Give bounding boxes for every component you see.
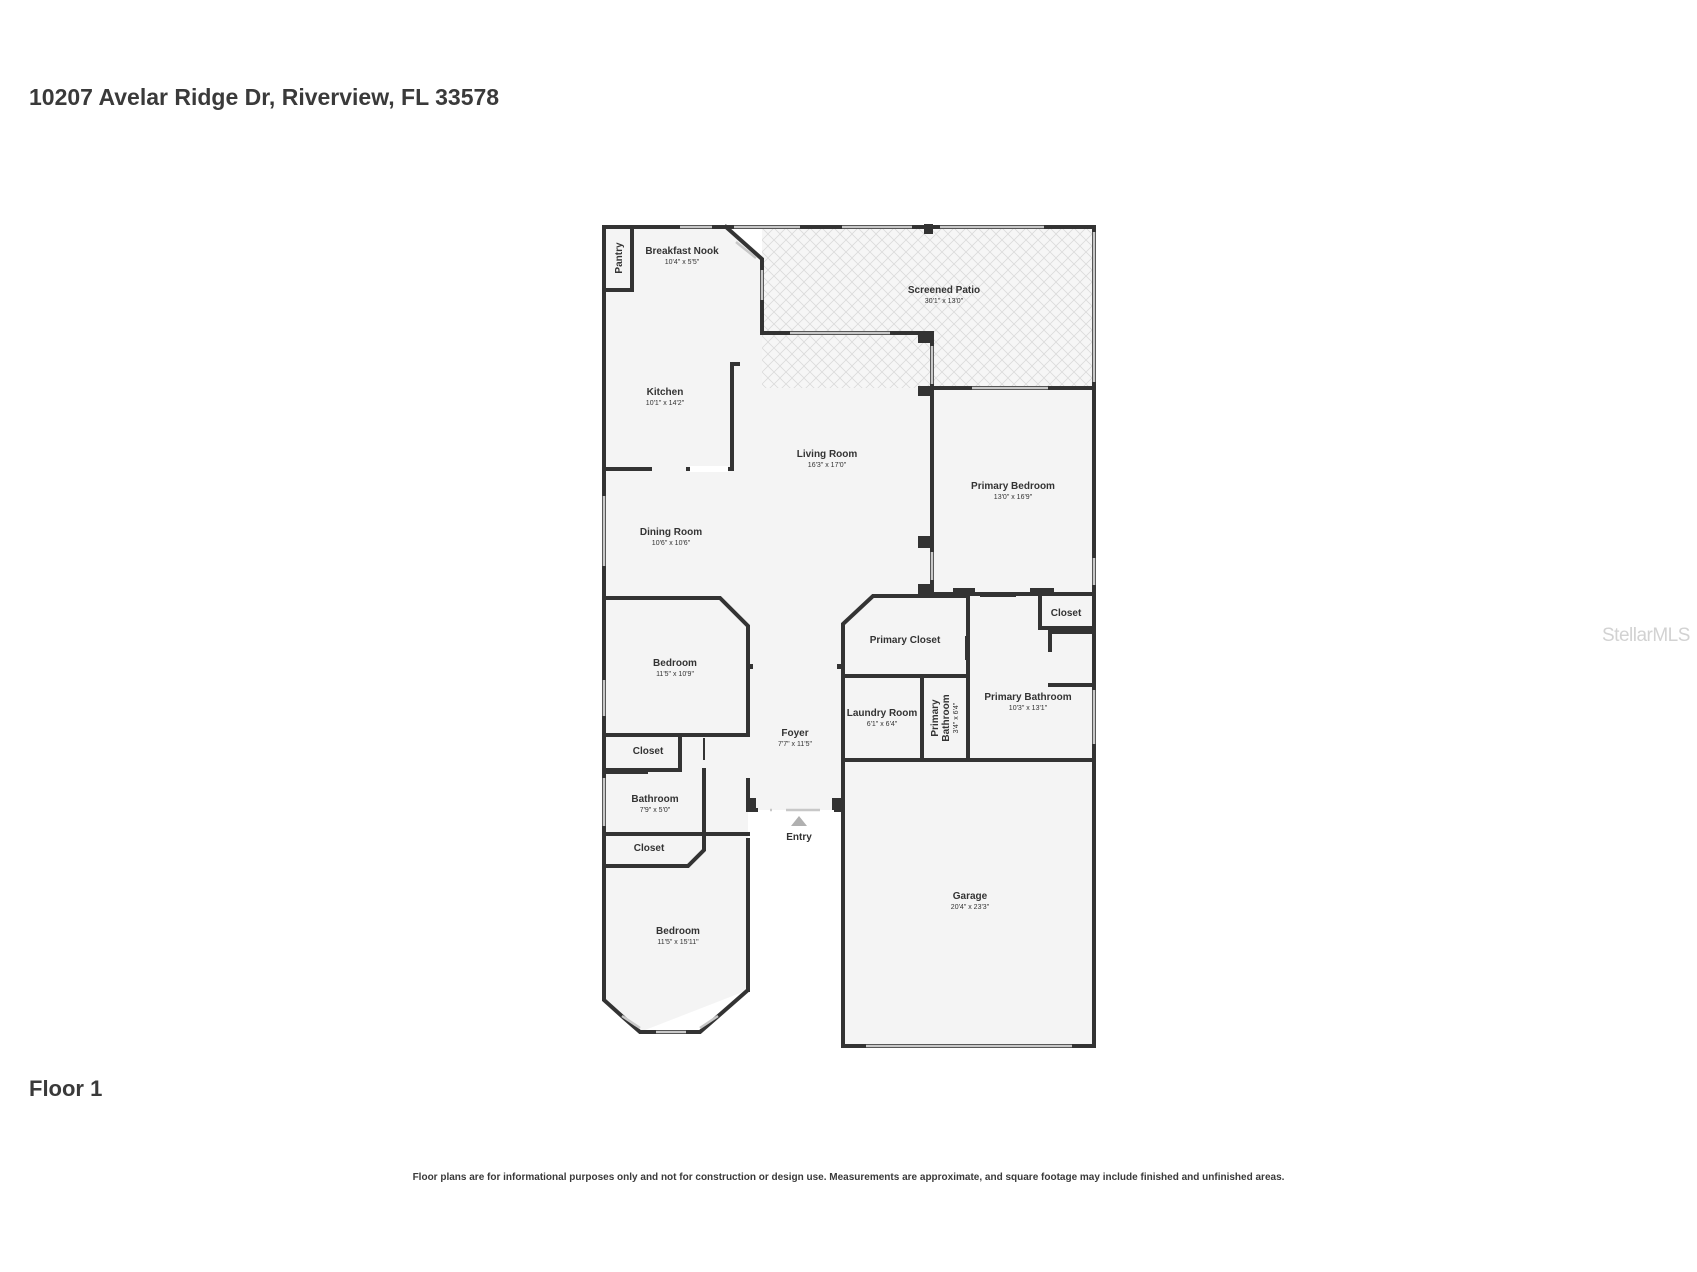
room-label-closet-primary: Closet	[1051, 608, 1082, 619]
room-label-kitchen: Kitchen 10'1" x 14'2"	[646, 387, 685, 407]
room-dims: 30'1" x 13'0"	[925, 298, 964, 305]
disclaimer-text: Floor plans are for informational purpos…	[412, 1172, 1285, 1183]
room-name: Bedroom	[656, 926, 700, 937]
entry-label: Entry	[786, 832, 812, 843]
room-dims: 3'4" x 6'4"	[953, 702, 960, 733]
room-name: Screened Patio	[908, 285, 980, 296]
room-label-living-room: Living Room 16'3" x 17'0"	[797, 449, 858, 469]
room-dims: 16'3" x 17'0"	[808, 462, 847, 469]
room-name: Bedroom	[653, 658, 697, 669]
room-label-foyer: Foyer 7'7" x 11'5"	[778, 728, 812, 748]
room-label-primary-closet: Primary Closet	[870, 635, 941, 646]
room-label-primary-bathroom-small: Primary Bathroom 3'4" x 6'4"	[930, 694, 960, 741]
room-dims: 10'6" x 10'6"	[652, 540, 691, 547]
room-dims: 13'0" x 16'9"	[994, 494, 1033, 501]
room-name: Closet	[634, 843, 665, 854]
room-label-bedroom-2: Bedroom 11'5" x 15'11"	[656, 926, 700, 946]
room-label-breakfast-nook: Breakfast Nook 10'4" x 5'5"	[645, 246, 719, 266]
room-name: Pantry	[614, 242, 625, 274]
room-name: Primary Bathroom	[984, 692, 1071, 703]
watermark: StellarMLS	[1602, 625, 1690, 646]
room-name-line1: Primary	[930, 699, 941, 737]
room-name: Closet	[1051, 608, 1082, 619]
room-label-dining-room: Dining Room 10'6" x 10'6"	[640, 527, 702, 547]
room-name: Foyer	[781, 728, 808, 739]
room-name: Primary Bedroom	[971, 481, 1055, 492]
room-dims: 10'1" x 14'2"	[646, 400, 685, 407]
room-dims: 7'9" x 5'0"	[640, 807, 671, 814]
room-name: Garage	[953, 891, 988, 902]
room-name: Living Room	[797, 449, 858, 460]
room-dims: 10'4" x 5'5"	[665, 259, 700, 266]
room-name: Laundry Room	[847, 708, 918, 719]
room-label-primary-bathroom: Primary Bathroom 10'3" x 13'1"	[984, 692, 1071, 712]
room-label-closet-2: Closet	[634, 843, 665, 854]
room-dims: 11'5" x 15'11"	[657, 939, 699, 946]
room-label-bedroom-1: Bedroom 11'5" x 10'9"	[653, 658, 697, 678]
room-label-screened-patio: Screened Patio 30'1" x 13'0"	[908, 285, 980, 305]
room-label-closet-1: Closet	[633, 746, 664, 757]
room-name: Closet	[633, 746, 664, 757]
room-name: Primary Closet	[870, 635, 941, 646]
floor-label: Floor 1	[29, 1076, 103, 1101]
patio-paver-fill	[762, 227, 1094, 388]
room-label-bathroom: Bathroom 7'9" x 5'0"	[631, 794, 678, 814]
room-fills	[604, 227, 1094, 1046]
room-name: Dining Room	[640, 527, 702, 538]
room-label-pantry: Pantry	[614, 242, 625, 274]
room-dims: 11'5" x 10'9"	[656, 671, 694, 678]
room-label-primary-bedroom: Primary Bedroom 13'0" x 16'9"	[971, 481, 1055, 501]
room-name-line2: Bathroom	[941, 694, 952, 741]
property-address: 10207 Avelar Ridge Dr, Riverview, FL 335…	[29, 84, 500, 110]
room-name: Bathroom	[631, 794, 678, 805]
entry-arrow-icon	[791, 816, 807, 826]
room-name: Breakfast Nook	[645, 246, 719, 257]
room-label-laundry-room: Laundry Room 6'1" x 6'4"	[847, 708, 918, 728]
room-dims: 7'7" x 11'5"	[778, 741, 812, 748]
room-dims: 10'3" x 13'1"	[1009, 705, 1048, 712]
entry-marker: Entry	[786, 816, 812, 843]
room-dims: 6'1" x 6'4"	[867, 721, 898, 728]
room-name: Kitchen	[647, 387, 684, 398]
openings	[602, 225, 1096, 1048]
room-label-garage: Garage 20'4" x 23'3"	[951, 891, 990, 911]
room-dims: 20'4" x 23'3"	[951, 904, 990, 911]
